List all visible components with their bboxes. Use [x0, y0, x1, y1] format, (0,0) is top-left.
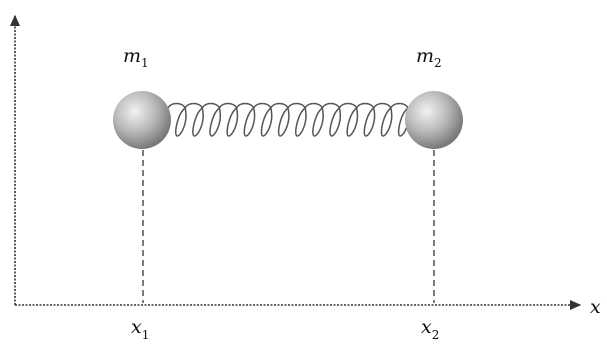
mass-1-label: m1: [123, 45, 149, 70]
position-2-label: x2: [421, 316, 439, 342]
spring: [167, 102, 410, 137]
mass-2-ball: [405, 91, 463, 149]
x-axis-label: x: [590, 296, 601, 318]
mass-2-label: m2: [416, 45, 442, 70]
mass-1-ball: [113, 91, 171, 149]
position-1-label: x1: [131, 316, 149, 342]
